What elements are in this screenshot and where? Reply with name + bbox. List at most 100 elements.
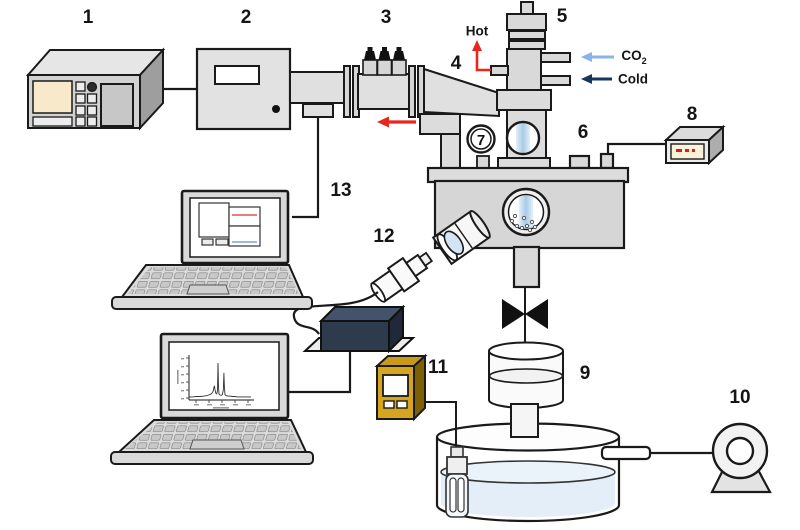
control-laptop-base (111, 296, 313, 310)
control-software-window (198, 202, 261, 247)
cable-chamber-to-readout (606, 142, 666, 154)
pump (710, 422, 772, 494)
hot-outflow-arrow (472, 40, 491, 72)
hot-outlet-port (490, 65, 509, 76)
label-6: 6 (577, 122, 589, 143)
cable-controller-to-probe (414, 401, 457, 449)
particle-dots (509, 213, 538, 233)
chamber-fitting-1 (568, 154, 591, 170)
controller11-button-2 (396, 400, 408, 409)
spectrum-chart (177, 355, 254, 409)
tank-water (441, 472, 615, 517)
stub-tuner-caps (364, 47, 405, 60)
gauge-label: 7 (477, 132, 485, 149)
ui-right-panel-top (228, 206, 261, 227)
controller-body (195, 47, 292, 131)
pressure-gauge: 7 (466, 124, 496, 154)
collection-vessel (488, 341, 564, 409)
label-11: 11 (427, 357, 449, 378)
waveguide-assembly (289, 47, 500, 169)
shutoff-valve (502, 299, 548, 329)
chamber-outlet-stub (512, 245, 541, 289)
torch-ring-1 (508, 30, 546, 40)
support-bracket-v (440, 133, 461, 169)
label-cold: Cold (618, 71, 648, 87)
chamber-viewport-window (501, 187, 551, 237)
generator-panel (100, 83, 134, 127)
plasma-torch-stack (490, 1, 571, 171)
axis-ticks (186, 357, 249, 403)
label-5: 5 (556, 6, 568, 27)
label-12: 12 (373, 226, 395, 247)
flange-2a (408, 65, 416, 118)
generator-knob (86, 81, 98, 93)
vessel-pedestal (510, 403, 539, 438)
torch-flange-top (496, 89, 552, 111)
microwave-generator (25, 47, 166, 131)
label-10: 10 (729, 387, 751, 408)
immersion-probe (445, 446, 469, 518)
label-8: 8 (686, 104, 698, 125)
label-9: 9 (579, 363, 591, 384)
generator-keypad (75, 81, 98, 127)
waveguide-tube-b (357, 73, 411, 110)
label-3: 3 (380, 7, 392, 28)
co2-inlet-arrow (581, 52, 614, 62)
label-hot: Hot (465, 23, 489, 39)
label-4: 4 (450, 53, 462, 74)
vessel-seam (488, 368, 564, 384)
torch-block (506, 13, 547, 31)
plasma-column-upper (516, 123, 530, 153)
label-co2: CO2 (621, 48, 646, 66)
controller11-side-face (413, 353, 426, 422)
tank-outlet-port (600, 445, 652, 461)
co2-inlet-port (540, 52, 571, 63)
spectrum-laptop-trackpad (189, 439, 245, 450)
spectrometer (302, 304, 416, 354)
probe-cap (450, 446, 464, 458)
control-laptop-trackpad (186, 284, 230, 295)
readout-digits (676, 149, 695, 152)
optical-fiber-cable (292, 291, 379, 335)
pump-inlet (725, 436, 755, 466)
probe-element (445, 473, 469, 518)
spectrum-laptop-base (110, 451, 314, 465)
label-co2-sub: 2 (641, 55, 647, 66)
controller-display (214, 65, 260, 85)
spectrometer-front-face (320, 320, 390, 352)
plasma-column-lower (519, 195, 533, 229)
probe-body (446, 456, 468, 475)
readout-device (663, 124, 726, 166)
label-co2-base: CO (621, 48, 642, 64)
label-2: 2 (240, 7, 252, 28)
viewport-lens (443, 230, 465, 255)
generator-screen (32, 80, 73, 114)
spectrum-laptop (110, 332, 314, 465)
chamber-top-plate (426, 166, 630, 184)
probe-slot-1 (449, 477, 457, 513)
controller11-screen (382, 374, 409, 397)
ui-left-panel (198, 202, 230, 238)
connector-cables (140, 87, 714, 455)
ui-right-panel-bottom (228, 225, 261, 247)
optical-collimator (370, 251, 434, 303)
waveguide-tube-a (289, 71, 346, 104)
flange-1a (343, 65, 351, 118)
label-1: 1 (82, 7, 94, 28)
ui-button-2 (215, 238, 229, 246)
spectrum-laptop-keys (125, 422, 301, 449)
spectrum-trace (189, 362, 251, 398)
ultrasonic-controller (374, 353, 428, 422)
support-bracket-h (419, 113, 461, 135)
cold-inlet-arrow (581, 74, 612, 84)
torch-ring-2 (508, 40, 546, 50)
control-laptop-keys (128, 267, 299, 294)
label-13: 13 (330, 180, 352, 201)
chamber-fitting-2 (599, 152, 615, 170)
control-laptop (111, 189, 313, 310)
axis-label-marks (177, 358, 251, 409)
vessel-lid (488, 341, 564, 361)
cable-spectrometer-to-laptop (288, 352, 352, 394)
microwave-direction-arrow (377, 116, 416, 128)
